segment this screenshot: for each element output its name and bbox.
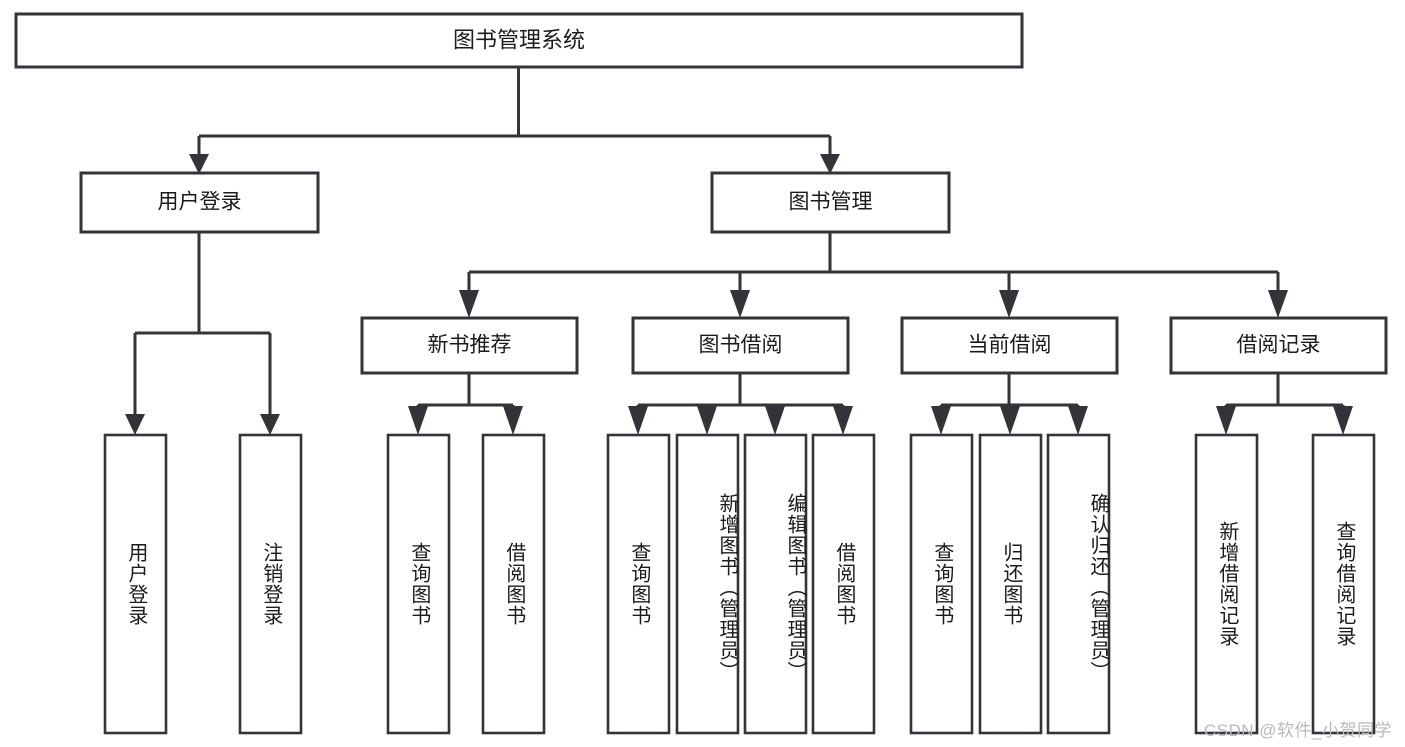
node-current-borrow[interactable]: 当前借阅 [900, 316, 1119, 375]
node-label-borrow-record: 借阅记录 [1237, 334, 1321, 357]
node-label-current-borrow: 当前借阅 [968, 334, 1052, 357]
node-new-book-recommend[interactable]: 新书推荐 [360, 316, 579, 375]
node-box-leaf-borrow-book-2[interactable] [811, 433, 876, 735]
node-book-borrow[interactable]: 图书借阅 [631, 316, 850, 375]
arrow-to-leaf-add-book [697, 406, 717, 435]
node-box-title-system[interactable] [14, 12, 1024, 69]
node-box-leaf-return-book[interactable] [978, 433, 1043, 735]
arrow-to-book-management [820, 154, 840, 174]
node-box-current-borrow[interactable] [900, 316, 1119, 375]
arrow-to-leaf-borrow-2 [833, 406, 853, 435]
connector-layer [125, 67, 1353, 435]
arrow-to-borrow-record [1268, 290, 1288, 318]
node-box-leaf-edit-book[interactable] [743, 433, 808, 735]
node-box-leaf-query-book-3[interactable] [909, 433, 974, 735]
node-box-leaf-add-book[interactable] [675, 433, 740, 735]
arrow-to-book-borrow [730, 290, 750, 318]
arrow-to-leaf-edit-book [765, 406, 785, 435]
arrow-to-leaf-query-2 [628, 406, 648, 435]
node-box-leaf-logout-login[interactable] [238, 433, 303, 735]
node-box-book-borrow[interactable] [631, 316, 850, 375]
node-label-user-login: 用户登录 [158, 191, 242, 214]
arrow-to-user-login [189, 154, 209, 174]
node-box-new-book-recommend[interactable] [360, 316, 579, 375]
node-label-title-system: 图书管理系统 [453, 27, 585, 52]
node-box-leaf-query-record[interactable] [1311, 433, 1376, 735]
node-box-leaf-add-record[interactable] [1194, 433, 1259, 735]
node-box-leaf-confirm-return[interactable] [1046, 433, 1111, 735]
arrow-to-leaf-query-1 [408, 406, 428, 435]
arrow-to-leaf-user-login [125, 414, 145, 435]
node-label-book-management: 图书管理 [789, 191, 873, 214]
arrow-to-leaf-confirm-return [1068, 406, 1088, 435]
arrow-to-leaf-logout [260, 414, 280, 435]
node-user-login[interactable]: 用户登录 [79, 171, 320, 234]
arrow-to-leaf-borrow-1 [503, 406, 523, 435]
node-title-system[interactable]: 图书管理系统 [14, 12, 1024, 69]
node-label-new-book-recommend: 新书推荐 [428, 334, 512, 357]
node-borrow-record[interactable]: 借阅记录 [1169, 316, 1388, 375]
node-box-borrow-record[interactable] [1169, 316, 1388, 375]
arrow-to-leaf-add-record [1216, 406, 1236, 435]
node-box-book-management[interactable] [710, 171, 951, 234]
node-box-leaf-query-book-1[interactable] [386, 433, 451, 735]
arrow-to-new-book [459, 290, 479, 318]
arrow-to-leaf-query-record [1333, 406, 1353, 435]
csdn-watermark: CSDN @软件_小贺同学 [1203, 721, 1392, 740]
node-box-leaf-query-book-2[interactable] [606, 433, 671, 735]
node-box-leaf-user-login[interactable] [103, 433, 168, 735]
node-label-book-borrow: 图书借阅 [699, 334, 783, 357]
node-book-management[interactable]: 图书管理 [710, 171, 951, 234]
arrow-to-leaf-query-3 [931, 406, 951, 435]
node-box-user-login[interactable] [79, 171, 320, 234]
node-box-leaf-borrow-book-1[interactable] [481, 433, 546, 735]
arrow-to-leaf-return-book [1000, 406, 1020, 435]
arrow-to-current-borrow [999, 290, 1019, 318]
